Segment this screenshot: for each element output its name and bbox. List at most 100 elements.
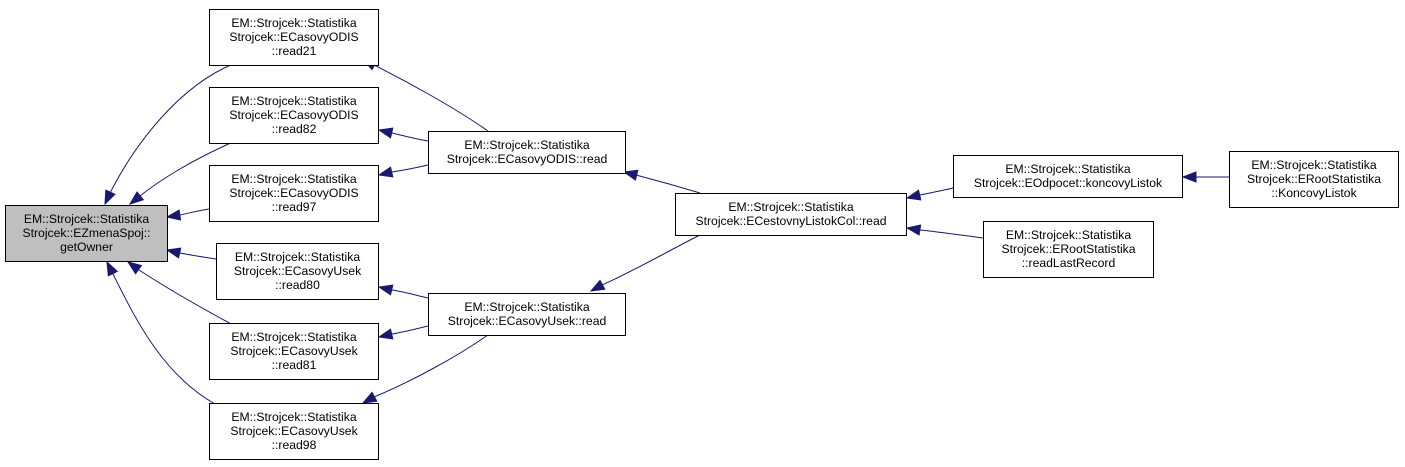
edge-line bbox=[373, 334, 489, 398]
node-odis-read[interactable]: EM::Strojcek::StatistikaStrojcek::ECasov… bbox=[428, 131, 626, 174]
arrowhead-icon bbox=[377, 166, 394, 178]
arrowhead-icon bbox=[165, 247, 182, 259]
node-label-line: EM::Strojcek::Statistika bbox=[231, 16, 357, 30]
edge-usek_read80-to-getOwner bbox=[165, 247, 217, 260]
node-label-line: Strojcek::ECasovyODIS::read bbox=[447, 152, 608, 166]
node-odis-read82[interactable]: EM::Strojcek::StatistikaStrojcek::ECasov… bbox=[209, 87, 379, 144]
node-box bbox=[216, 243, 379, 300]
edge-odis_read-to-odis_read21 bbox=[361, 58, 489, 132]
node-label-line: EM::Strojcek::Statistika bbox=[231, 94, 357, 108]
edge-odis_read97-to-getOwner bbox=[165, 208, 210, 221]
edge-usek_read81-to-getOwner bbox=[126, 261, 234, 326]
edge-line bbox=[138, 269, 234, 326]
edges-layer bbox=[104, 58, 1230, 405]
arrowhead-icon bbox=[589, 279, 606, 292]
node-label-line: Strojcek::ECasovyUsek bbox=[230, 424, 358, 438]
node-label-line: ::read97 bbox=[272, 200, 317, 214]
edge-usek_read-to-usek_read81 bbox=[377, 325, 429, 340]
node-box bbox=[209, 165, 379, 222]
node-box bbox=[428, 131, 626, 174]
arrowhead-icon bbox=[622, 169, 639, 181]
node-box bbox=[983, 221, 1154, 278]
arrowhead-icon bbox=[905, 189, 922, 201]
arrowhead-icon bbox=[128, 191, 145, 205]
node-usek-read[interactable]: EM::Strojcek::StatistikaStrojcek::ECasov… bbox=[428, 293, 626, 336]
edge-line bbox=[919, 229, 984, 239]
edge-root_koncovy-to-odpocet_koncovy bbox=[1181, 171, 1230, 183]
node-box bbox=[209, 403, 379, 460]
edge-line bbox=[919, 187, 954, 196]
node-label-line: EM::Strojcek::Statistika bbox=[1006, 228, 1132, 242]
node-getOwner[interactable]: EM::Strojcek::StatistikaStrojcek::EZmena… bbox=[5, 205, 168, 262]
edge-odis_read-to-odis_read82 bbox=[377, 127, 429, 142]
node-label-line: EM::Strojcek::Statistika bbox=[1005, 162, 1131, 176]
edge-line bbox=[109, 63, 234, 194]
edge-line bbox=[391, 289, 429, 299]
node-box bbox=[209, 87, 379, 144]
node-label-line: EM::Strojcek::Statistika bbox=[235, 250, 361, 264]
arrowhead-icon bbox=[104, 189, 116, 206]
node-box bbox=[675, 193, 907, 236]
node-label-line: Strojcek::ECasovyUsek::read bbox=[448, 314, 607, 328]
node-label-line: ::KoncovyListok bbox=[1271, 186, 1357, 200]
edge-line bbox=[139, 141, 234, 197]
node-label-line: Strojcek::ECasovyODIS bbox=[229, 30, 358, 44]
node-label-line: EM::Strojcek::Statistika bbox=[464, 138, 590, 152]
arrowhead-icon bbox=[905, 224, 922, 236]
node-cestovny-read[interactable]: EM::Strojcek::StatistikaStrojcek::ECesto… bbox=[675, 193, 907, 236]
node-label-line: ::read21 bbox=[272, 44, 317, 58]
arrowhead-icon bbox=[106, 260, 119, 277]
node-label-line: Strojcek::ECasovyODIS bbox=[229, 108, 358, 122]
node-box bbox=[209, 9, 379, 66]
edge-usek_read98-to-getOwner bbox=[106, 260, 216, 405]
node-label-line: ::read81 bbox=[272, 358, 317, 372]
edge-odis_read21-to-getOwner bbox=[104, 63, 234, 206]
node-label-line: Strojcek::ECasovyUsek bbox=[234, 264, 362, 278]
node-label-line: ::read98 bbox=[272, 438, 317, 452]
node-label-line: Strojcek::EZmenaSpoj:: bbox=[22, 226, 150, 240]
edge-line bbox=[391, 325, 429, 335]
node-label-line: EM::Strojcek::Statistika bbox=[24, 212, 150, 226]
node-label-line: EM::Strojcek::Statistika bbox=[231, 410, 357, 424]
node-label-line: EM::Strojcek::Statistika bbox=[1251, 158, 1377, 172]
edge-root_readlast-to-cestovny_read bbox=[905, 224, 984, 239]
node-label-line: ::read82 bbox=[272, 122, 317, 136]
edge-line bbox=[179, 208, 210, 216]
arrowhead-icon bbox=[165, 209, 182, 221]
edge-cestovny_read-to-odis_read bbox=[622, 169, 701, 194]
node-usek-read80[interactable]: EM::Strojcek::StatistikaStrojcek::ECasov… bbox=[216, 243, 379, 300]
node-root-readlast[interactable]: EM::Strojcek::StatistikaStrojcek::ERootS… bbox=[983, 221, 1154, 278]
node-label-line: getOwner bbox=[60, 240, 113, 254]
node-label-line: Strojcek::ECestovnyListokCol::read bbox=[695, 214, 886, 228]
node-usek-read81[interactable]: EM::Strojcek::StatistikaStrojcek::ECasov… bbox=[209, 323, 379, 380]
edge-usek_read-to-usek_read98 bbox=[361, 334, 489, 404]
node-usek-read98[interactable]: EM::Strojcek::StatistikaStrojcek::ECasov… bbox=[209, 403, 379, 460]
arrowhead-icon bbox=[377, 328, 394, 340]
node-box bbox=[5, 205, 168, 262]
node-label-line: Strojcek::ERootStatistika bbox=[1001, 242, 1135, 256]
edge-odpocet_koncovy-to-cestovny_read bbox=[905, 187, 954, 201]
edge-line bbox=[635, 174, 701, 194]
edge-line bbox=[601, 234, 701, 286]
node-label-line: EM::Strojcek::Statistika bbox=[728, 200, 854, 214]
edge-cestovny_read-to-usek_read bbox=[589, 234, 701, 292]
edge-odis_read-to-odis_read97 bbox=[377, 164, 429, 178]
nodes-layer: EM::Strojcek::StatistikaStrojcek::EZmena… bbox=[5, 9, 1399, 460]
node-root-koncovy[interactable]: EM::Strojcek::StatistikaStrojcek::ERootS… bbox=[1229, 151, 1399, 208]
node-box bbox=[428, 293, 626, 336]
arrowhead-icon bbox=[377, 127, 394, 139]
node-odis-read21[interactable]: EM::Strojcek::StatistikaStrojcek::ECasov… bbox=[209, 9, 379, 66]
edge-line bbox=[391, 164, 429, 173]
node-label-line: EM::Strojcek::Statistika bbox=[231, 330, 357, 344]
node-label-line: ::read80 bbox=[275, 278, 320, 292]
arrowhead-icon bbox=[126, 261, 143, 275]
node-odpocet-koncovy[interactable]: EM::Strojcek::StatistikaStrojcek::EOdpoc… bbox=[953, 155, 1183, 198]
node-odis-read97[interactable]: EM::Strojcek::StatistikaStrojcek::ECasov… bbox=[209, 165, 379, 222]
arrowhead-icon bbox=[361, 391, 378, 404]
node-label-line: Strojcek::ECasovyODIS bbox=[229, 186, 358, 200]
node-label-line: Strojcek::ECasovyUsek bbox=[230, 344, 358, 358]
node-box bbox=[1229, 151, 1399, 208]
node-label-line: Strojcek::ERootStatistika bbox=[1247, 172, 1381, 186]
edge-line bbox=[179, 252, 217, 260]
